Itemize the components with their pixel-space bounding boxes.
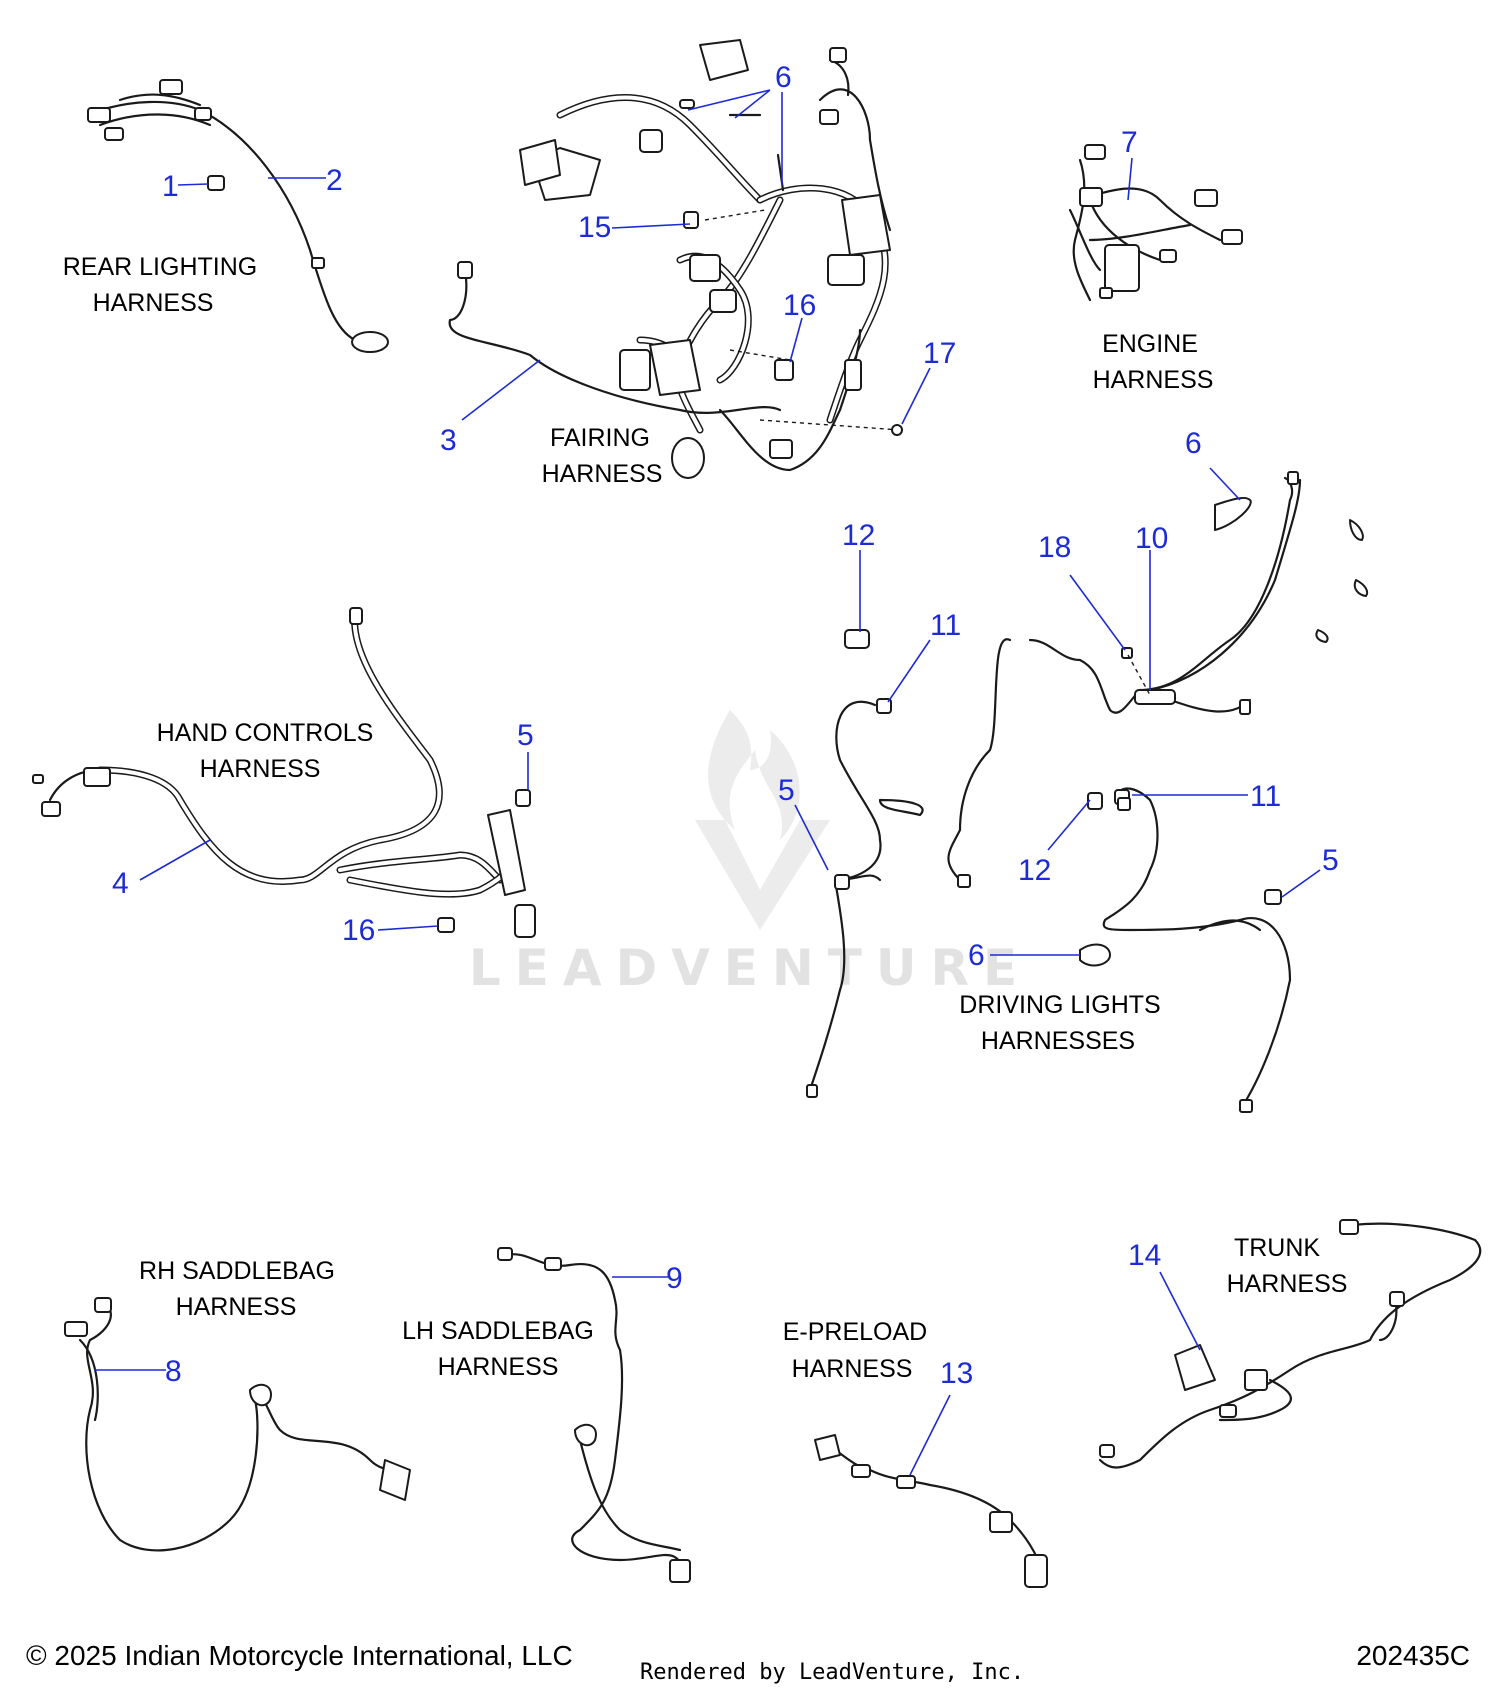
label-rear-lighting-1: REAR LIGHTING xyxy=(63,253,257,281)
label-driving-lights-1: DRIVING LIGHTS xyxy=(959,991,1160,1019)
trunk-harness[interactable] xyxy=(1098,1219,1482,1469)
label-fairing-1: FAIRING xyxy=(550,424,650,452)
rear-lighting-harness[interactable] xyxy=(87,79,389,353)
callout-14: 14 xyxy=(1128,1239,1161,1272)
hand-controls-harness[interactable] xyxy=(32,607,536,938)
callout-9: 9 xyxy=(666,1262,683,1295)
label-rear-lighting-2: HARNESS xyxy=(93,289,214,317)
callout-12-bottom: 12 xyxy=(1018,854,1051,887)
callout-12-top: 12 xyxy=(842,519,875,552)
callout-2: 2 xyxy=(326,164,343,197)
callout-6-driving-bottom: 6 xyxy=(968,939,985,972)
diagram-code: 202435C xyxy=(1356,1640,1470,1671)
callout-5-hand: 5 xyxy=(517,719,534,752)
leadventure-watermark: LEADVENTURE xyxy=(469,710,1031,997)
callout-18: 18 xyxy=(1038,531,1071,564)
label-lh-saddlebag-1: LH SADDLEBAG xyxy=(402,1317,594,1345)
driving-lights-harnesses[interactable] xyxy=(806,471,1369,1113)
label-hand-controls-1: HAND CONTROLS xyxy=(157,719,374,747)
fairing-harness[interactable] xyxy=(448,39,903,479)
callout-17: 17 xyxy=(923,337,956,370)
callout-13: 13 xyxy=(940,1357,973,1390)
callout-5-driving-left: 5 xyxy=(778,774,795,807)
engine-harness[interactable] xyxy=(1068,144,1243,302)
callout-6-fairing: 6 xyxy=(775,61,792,94)
label-driving-lights-2: HARNESSES xyxy=(981,1027,1135,1055)
label-engine-1: ENGINE xyxy=(1102,330,1198,358)
label-hand-controls-2: HARNESS xyxy=(200,755,321,783)
label-trunk-1: TRUNK xyxy=(1234,1234,1320,1262)
label-e-preload-2: HARNESS xyxy=(792,1355,913,1383)
label-rh-saddlebag-1: RH SADDLEBAG xyxy=(139,1257,335,1285)
callout-3: 3 xyxy=(440,424,457,457)
callout-5-driving-right: 5 xyxy=(1322,844,1339,877)
callout-10: 10 xyxy=(1135,522,1168,555)
callout-4: 4 xyxy=(112,867,129,900)
lh-saddlebag-harness[interactable] xyxy=(497,1247,691,1583)
callout-16-hand: 16 xyxy=(342,914,375,947)
label-engine-2: HARNESS xyxy=(1093,366,1214,394)
e-preload-harness[interactable] xyxy=(814,1434,1048,1588)
label-lh-saddlebag-2: HARNESS xyxy=(438,1353,559,1381)
label-e-preload-1: E-PRELOAD xyxy=(783,1318,927,1346)
label-fairing-2: HARNESS xyxy=(542,460,663,488)
copyright-notice: © 2025 Indian Motorcycle International, … xyxy=(26,1640,573,1671)
callout-11-bottom: 11 xyxy=(1250,780,1281,813)
callout-16-fairing: 16 xyxy=(783,289,816,322)
watermark-text: LEADVENTURE xyxy=(469,939,1031,997)
callout-1: 1 xyxy=(162,170,179,203)
callout-8: 8 xyxy=(165,1355,182,1388)
rendered-by-notice: Rendered by LeadVenture, Inc. xyxy=(640,1660,1025,1685)
callout-11-top: 11 xyxy=(930,609,961,642)
rh-saddlebag-harness[interactable] xyxy=(64,1297,411,1552)
callout-6-driving-top: 6 xyxy=(1185,427,1202,460)
callout-15: 15 xyxy=(578,211,611,244)
callout-7: 7 xyxy=(1121,126,1138,159)
label-trunk-2: HARNESS xyxy=(1227,1270,1348,1298)
label-rh-saddlebag-2: HARNESS xyxy=(176,1293,297,1321)
